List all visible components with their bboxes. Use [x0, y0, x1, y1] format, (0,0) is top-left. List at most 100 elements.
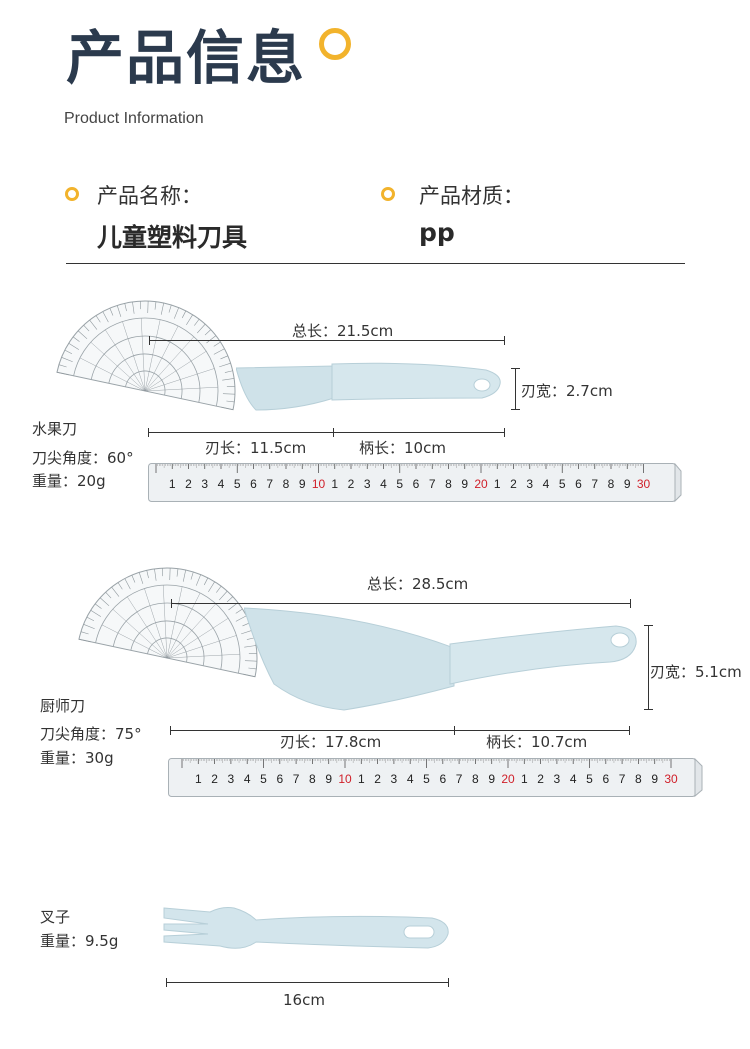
svg-text:1: 1 — [195, 772, 202, 786]
fork-length: 16cm — [283, 991, 325, 1009]
svg-text:7: 7 — [591, 477, 598, 491]
svg-text:4: 4 — [218, 477, 225, 491]
svg-text:3: 3 — [201, 477, 208, 491]
svg-text:9: 9 — [624, 477, 631, 491]
svg-text:6: 6 — [276, 772, 283, 786]
svg-text:5: 5 — [586, 772, 593, 786]
svg-text:2: 2 — [537, 772, 544, 786]
svg-text:8: 8 — [472, 772, 479, 786]
chef-total-length: 总长：28.5cm — [367, 575, 469, 593]
chef-weight: 重量：30g — [40, 749, 114, 767]
fruit-blade-length: 刃长：11.5cm — [205, 439, 307, 457]
svg-text:5: 5 — [396, 477, 403, 491]
blade-width-dimension — [511, 368, 520, 410]
svg-text:30: 30 — [664, 772, 678, 786]
svg-text:3: 3 — [228, 772, 235, 786]
svg-text:4: 4 — [543, 477, 550, 491]
svg-text:6: 6 — [602, 772, 609, 786]
fruit-total-length: 总长：21.5cm — [292, 322, 394, 340]
svg-text:3: 3 — [526, 477, 533, 491]
protractor-icon — [78, 567, 258, 678]
svg-text:2: 2 — [510, 477, 517, 491]
total-length-dimension — [149, 336, 505, 345]
svg-text:1: 1 — [521, 772, 528, 786]
blade-handle-dimension — [170, 726, 630, 735]
svg-text:6: 6 — [250, 477, 257, 491]
fork-image — [163, 907, 449, 949]
chef-knife-image — [244, 607, 637, 711]
svg-text:9: 9 — [461, 477, 468, 491]
svg-text:9: 9 — [488, 772, 495, 786]
svg-text:5: 5 — [234, 477, 241, 491]
product-name-label: 产品名称： — [97, 184, 202, 208]
product-material-value: pp — [419, 218, 455, 247]
chef-tip-angle: 刀尖角度：75° — [40, 725, 142, 743]
svg-text:9: 9 — [299, 477, 306, 491]
svg-text:7: 7 — [429, 477, 436, 491]
bullet-icon — [381, 187, 395, 201]
fruit-handle-length: 柄长：10cm — [359, 439, 446, 457]
svg-text:20: 20 — [474, 477, 488, 491]
svg-text:7: 7 — [293, 772, 300, 786]
svg-text:30: 30 — [637, 477, 651, 491]
svg-text:7: 7 — [619, 772, 626, 786]
svg-text:9: 9 — [325, 772, 332, 786]
svg-text:2: 2 — [211, 772, 218, 786]
bullet-icon — [65, 187, 79, 201]
fork-length-dimension — [166, 978, 449, 987]
svg-text:3: 3 — [554, 772, 561, 786]
total-length-dimension — [171, 599, 631, 608]
fork-weight: 重量：9.5g — [40, 932, 119, 950]
svg-text:2: 2 — [348, 477, 355, 491]
protractor-icon — [56, 300, 236, 411]
fruit-blade-width: 刃宽：2.7cm — [521, 382, 613, 400]
svg-text:1: 1 — [331, 477, 338, 491]
blade-handle-dimension — [148, 428, 505, 437]
svg-text:10: 10 — [312, 477, 326, 491]
svg-text:8: 8 — [283, 477, 290, 491]
chef-blade-length: 刃长：17.8cm — [280, 733, 382, 751]
svg-text:9: 9 — [651, 772, 658, 786]
svg-text:5: 5 — [260, 772, 267, 786]
svg-text:2: 2 — [374, 772, 381, 786]
product-name-value: 儿童塑料刀具 — [97, 223, 248, 252]
chef-handle-length: 柄长：10.7cm — [486, 733, 588, 751]
fork-name: 叉子 — [40, 908, 71, 926]
svg-text:4: 4 — [380, 477, 387, 491]
chef-blade-width: 刃宽：5.1cm — [650, 663, 742, 681]
svg-text:4: 4 — [570, 772, 577, 786]
svg-text:8: 8 — [635, 772, 642, 786]
svg-text:2: 2 — [185, 477, 192, 491]
svg-text:7: 7 — [266, 477, 273, 491]
svg-text:10: 10 — [338, 772, 352, 786]
svg-text:6: 6 — [439, 772, 446, 786]
chef-knife-name: 厨师刀 — [40, 697, 86, 715]
accent-ring-icon — [319, 28, 351, 60]
page-subtitle: Product Information — [64, 110, 204, 127]
svg-text:20: 20 — [501, 772, 515, 786]
svg-text:3: 3 — [364, 477, 371, 491]
svg-text:8: 8 — [445, 477, 452, 491]
product-material-label: 产品材质： — [419, 184, 524, 208]
section-divider — [66, 263, 685, 264]
fruit-knife-image — [236, 362, 501, 411]
svg-text:6: 6 — [575, 477, 582, 491]
svg-text:8: 8 — [608, 477, 615, 491]
svg-text:1: 1 — [494, 477, 501, 491]
svg-text:4: 4 — [407, 772, 414, 786]
svg-text:4: 4 — [244, 772, 251, 786]
svg-text:7: 7 — [456, 772, 463, 786]
svg-text:5: 5 — [559, 477, 566, 491]
page-title: 产品信息 — [66, 24, 307, 92]
svg-text:6: 6 — [413, 477, 420, 491]
svg-text:8: 8 — [309, 772, 316, 786]
fruit-knife-name: 水果刀 — [32, 420, 78, 438]
svg-text:3: 3 — [391, 772, 398, 786]
fruit-tip-angle: 刀尖角度：60° — [32, 449, 134, 467]
fruit-weight: 重量：20g — [32, 472, 106, 490]
svg-text:1: 1 — [358, 772, 365, 786]
blade-width-dimension — [644, 625, 653, 710]
svg-text:1: 1 — [169, 477, 176, 491]
